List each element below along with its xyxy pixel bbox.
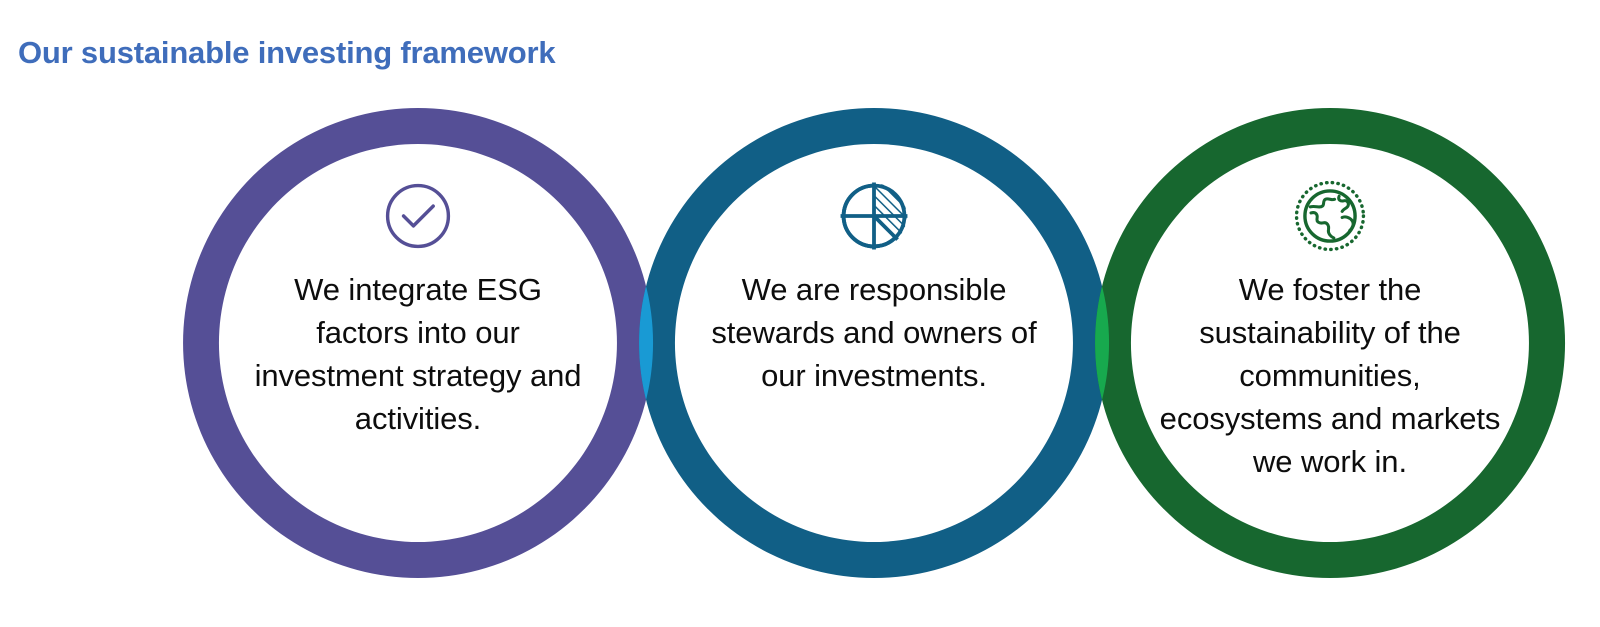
node-content: We foster the sustainability of the comm… xyxy=(1131,144,1529,542)
node-content: We integrate ESG factors into our invest… xyxy=(219,144,617,542)
page-title: Our sustainable investing framework xyxy=(18,34,556,70)
pie-chart-icon xyxy=(840,182,908,250)
globe-icon xyxy=(1294,180,1366,252)
framework-node-integrate[interactable]: We integrate ESG factors into our invest… xyxy=(183,108,653,578)
node-description: We are responsible stewards and owners o… xyxy=(711,272,1037,393)
node-content: We are responsible stewards and owners o… xyxy=(675,144,1073,542)
framework-node-stewardship[interactable]: We are responsible stewards and owners o… xyxy=(639,108,1109,578)
node-description: We foster the sustainability of the comm… xyxy=(1159,272,1501,479)
framework-node-sustainability[interactable]: We foster the sustainability of the comm… xyxy=(1095,108,1565,578)
check-circle-icon xyxy=(385,183,451,249)
node-description: We integrate ESG factors into our invest… xyxy=(254,272,582,436)
